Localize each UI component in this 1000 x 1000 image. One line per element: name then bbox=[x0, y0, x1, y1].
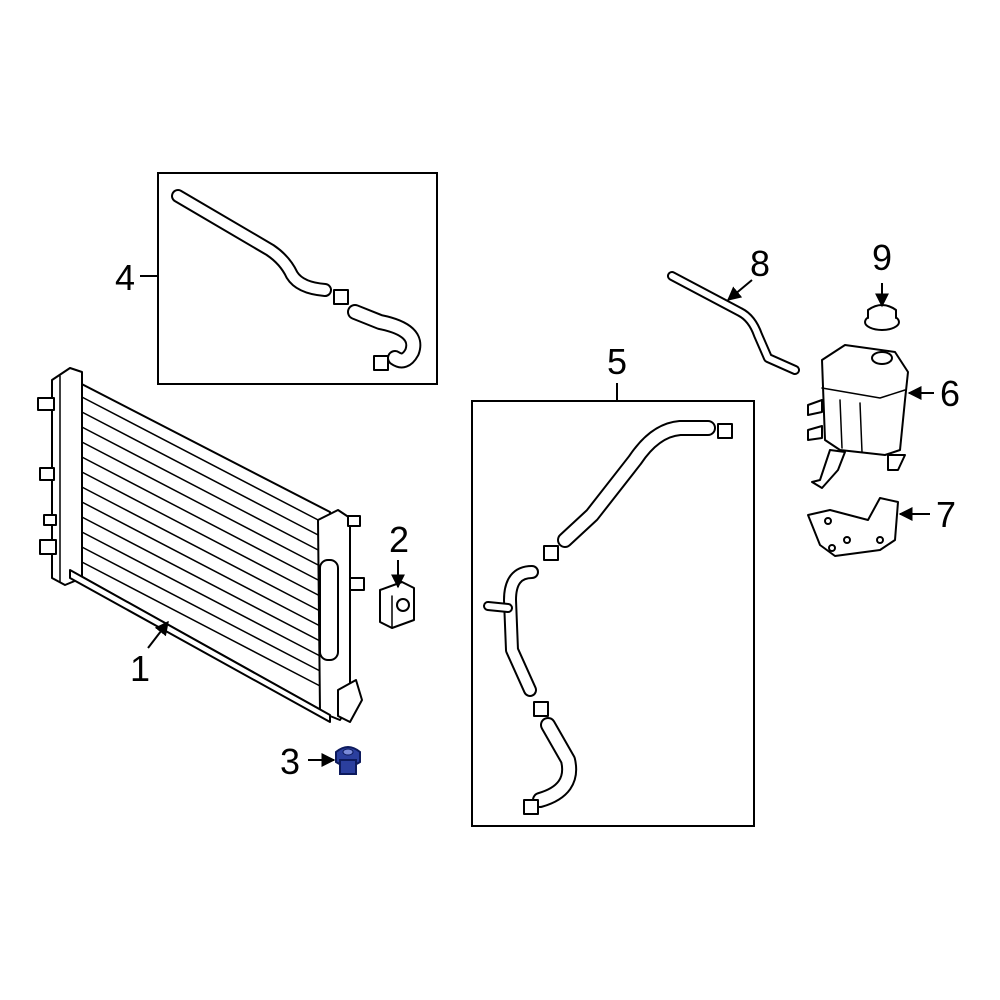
lower-hose-box bbox=[471, 400, 755, 827]
callout-1: 1 bbox=[130, 648, 150, 689]
upper-hose[interactable] bbox=[171, 189, 422, 371]
callout-3: 3 bbox=[280, 741, 300, 782]
callout-5: 5 bbox=[607, 341, 627, 382]
lower-hose[interactable] bbox=[483, 420, 733, 815]
coolant-reservoir[interactable] bbox=[807, 344, 909, 489]
callout-2: 2 bbox=[389, 519, 409, 560]
radiator-fins bbox=[77, 394, 323, 688]
callout-4: 4 bbox=[115, 257, 135, 298]
callout-8: 8 bbox=[750, 243, 770, 284]
upper-hose-box bbox=[157, 172, 438, 385]
overflow-hose[interactable] bbox=[667, 271, 800, 375]
radiator[interactable] bbox=[37, 367, 365, 723]
radiator-bracket[interactable] bbox=[379, 581, 415, 629]
drain-plug[interactable] bbox=[335, 746, 361, 775]
callout-7: 7 bbox=[936, 494, 956, 535]
leader-lines bbox=[140, 275, 934, 767]
reservoir-bracket[interactable] bbox=[807, 497, 899, 557]
callout-9: 9 bbox=[872, 237, 892, 278]
reservoir-cap[interactable] bbox=[864, 304, 900, 331]
callout-6: 6 bbox=[940, 373, 960, 414]
callout-labels: 1 2 3 4 5 6 7 8 9 bbox=[115, 237, 960, 782]
